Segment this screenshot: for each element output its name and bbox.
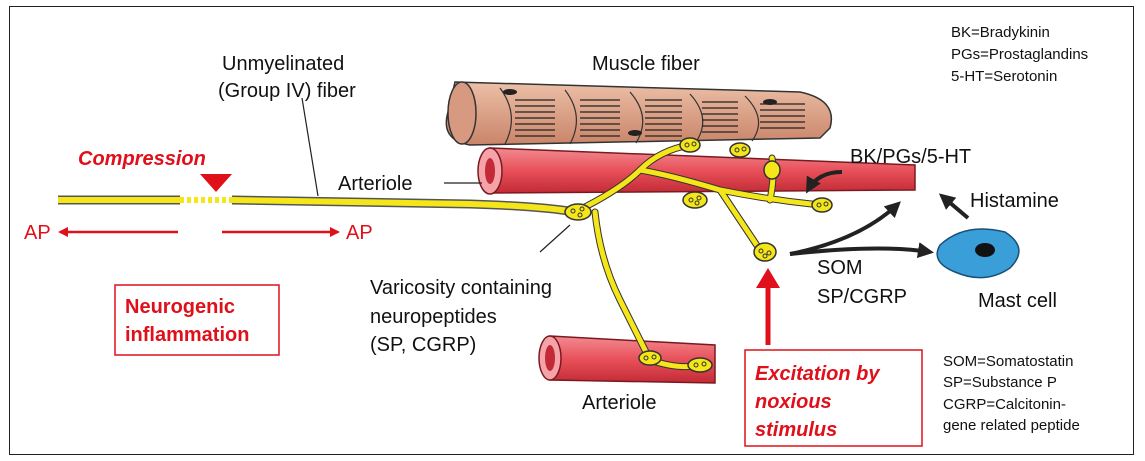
arteriole-bottom [539, 336, 715, 383]
label-group-iv: (Group IV) fiber [218, 80, 356, 102]
label-excitation-2: noxious [755, 391, 832, 413]
legend-bottom-4: gene related peptide [943, 417, 1080, 434]
legend-top-2: PGs=Prostaglandins [951, 46, 1088, 63]
compression-marker [200, 174, 232, 192]
label-varicosity-2: neuropeptides [370, 306, 497, 328]
excitation-arrow-head [756, 268, 780, 288]
label-arteriole-bottom: Arteriole [582, 392, 656, 414]
legend-bottom-1: SOM=Somatostatin [943, 353, 1073, 370]
label-som: SOM [817, 257, 863, 279]
label-varicosity-1: Varicosity containing [370, 277, 552, 299]
label-ap-right: AP [346, 222, 373, 244]
label-unmyelinated: Unmyelinated [222, 53, 344, 75]
legend-top-3: 5-HT=Serotonin [951, 68, 1057, 85]
label-histamine: Histamine [970, 190, 1059, 212]
label-arteriole-top: Arteriole [338, 173, 412, 195]
label-sp-cgrp: SP/CGRP [817, 286, 907, 308]
label-muscle-fiber: Muscle fiber [592, 53, 700, 75]
muscle-fiber [446, 82, 831, 145]
mast-cell [937, 229, 1019, 278]
label-bk-pgs-5ht: BK/PGs/5-HT [850, 146, 971, 168]
label-neurogenic-1: Neurogenic [125, 296, 235, 318]
label-compression: Compression [78, 148, 206, 170]
label-excitation-1: Excitation by [755, 363, 880, 385]
label-mast-cell: Mast cell [978, 290, 1057, 312]
legend-top-1: BK=Bradykinin [951, 24, 1050, 41]
label-neurogenic-2: inflammation [125, 324, 249, 346]
legend-bottom-3: CGRP=Calcitonin- [943, 396, 1066, 413]
legend-bottom-2: SP=Substance P [943, 374, 1057, 391]
label-varicosity-3: (SP, CGRP) [370, 334, 476, 356]
label-excitation-3: stimulus [755, 419, 837, 441]
label-ap-left: AP [24, 222, 51, 244]
